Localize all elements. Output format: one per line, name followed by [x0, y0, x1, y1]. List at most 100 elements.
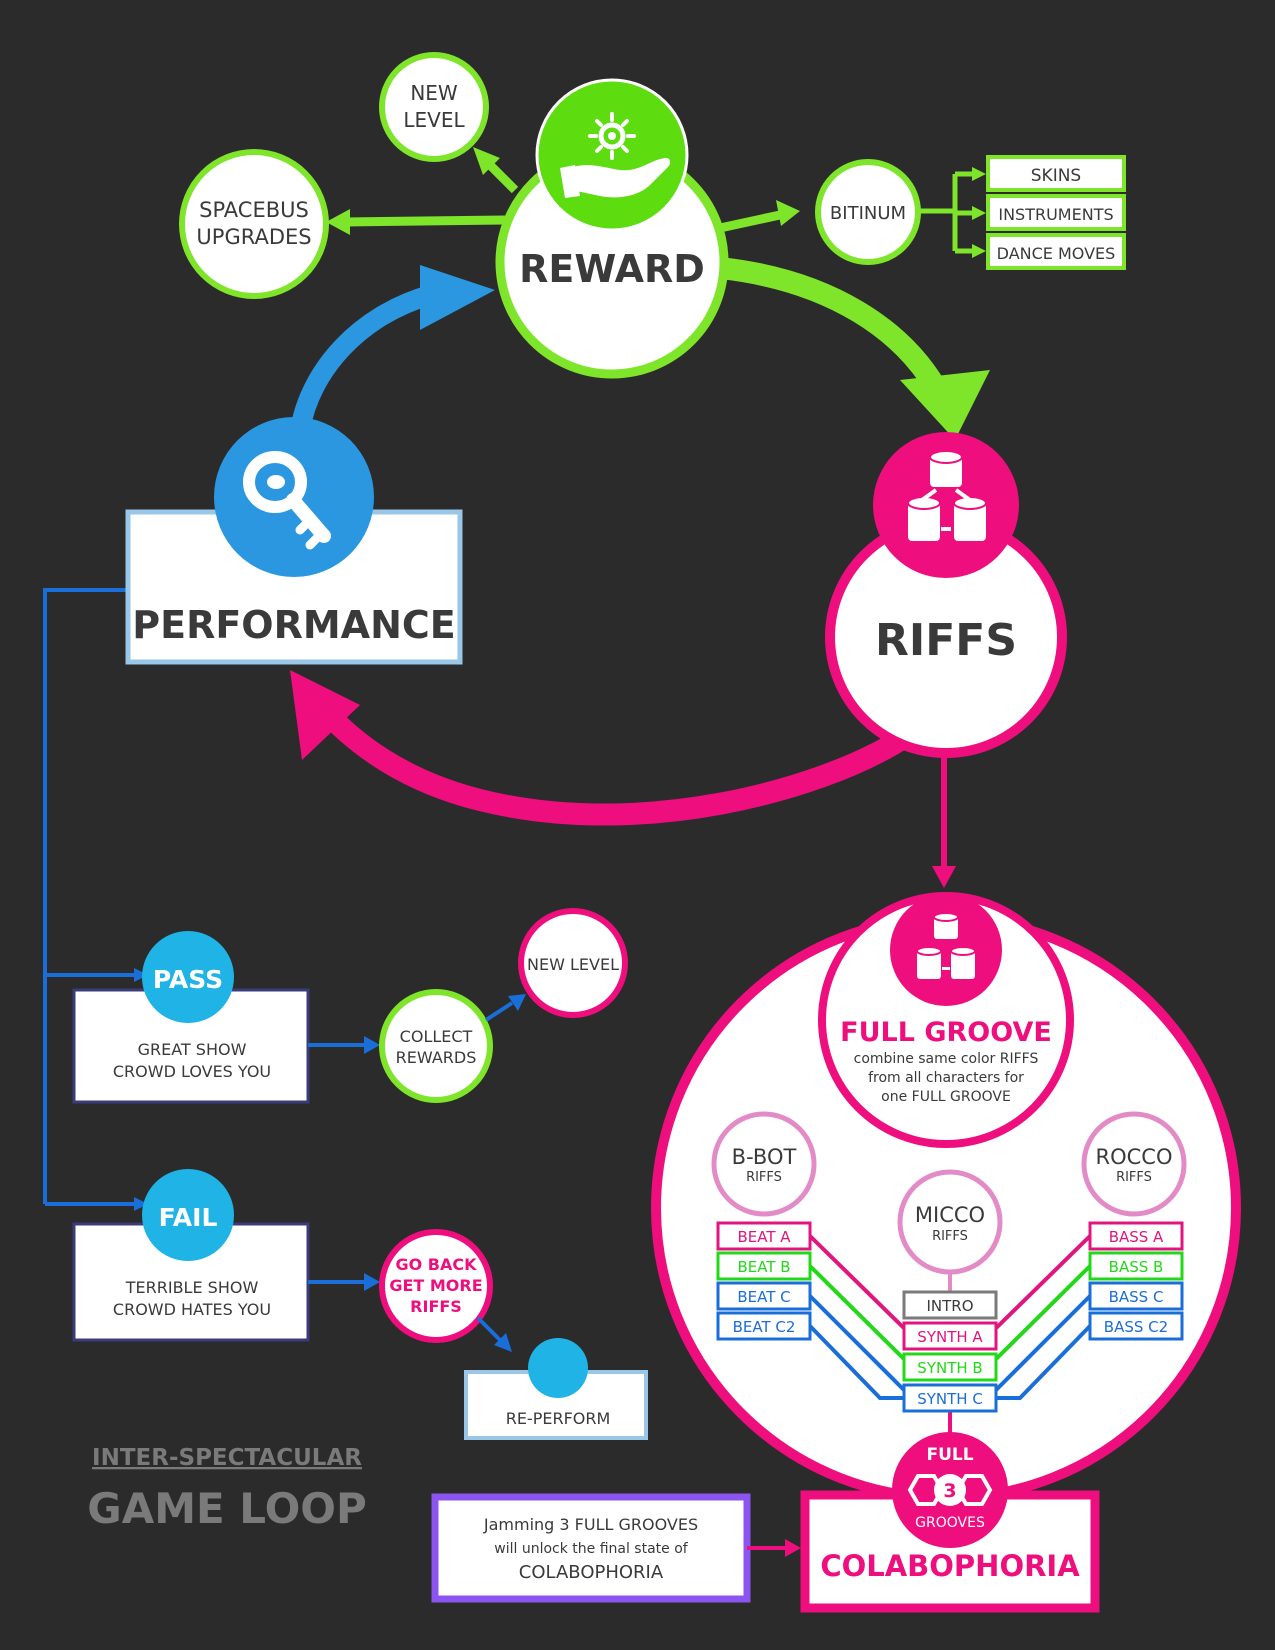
hand-with-gear-icon	[560, 112, 671, 198]
go-back-label-1: GO BACK	[395, 1255, 477, 1274]
riffs-label: RIFFS	[875, 615, 1017, 666]
pass-desc-1: GREAT SHOW	[138, 1040, 247, 1059]
lane-a-left	[808, 1234, 914, 1338]
full-grooves-top: FULL	[926, 1445, 973, 1465]
micco-riff-synth-b	[902, 1352, 998, 1382]
skins-label: SKINS	[1031, 166, 1081, 186]
rocco-riff-bass-c	[1088, 1281, 1184, 1311]
spacebus-arrowhead	[326, 209, 350, 235]
bbot-riff-beat-a-label: BEAT A	[737, 1228, 791, 1246]
spacebus-label-1: SPACEBUS	[199, 198, 309, 222]
pass-desc-2: CROWD LOVES YOU	[113, 1062, 271, 1081]
bbot-riff-beat-c	[716, 1281, 812, 1311]
lane-c2-left	[808, 1324, 912, 1400]
newlevel-arrowhead	[473, 147, 500, 175]
collect-label-2: REWARDS	[396, 1048, 477, 1067]
micco-sub: RIFFS	[932, 1229, 968, 1244]
rocco-riff-bass-b-label: BASS B	[1109, 1258, 1164, 1276]
bitinum-instruments-arrowhead	[972, 206, 986, 220]
bbot-name: B-BOT	[732, 1145, 797, 1169]
colabophoria-note-3: COLABOPHORIA	[519, 1562, 664, 1583]
stacked-cylinders-icon	[916, 912, 976, 979]
note-to-colabophoria-arrowhead	[785, 1539, 801, 1557]
new-level-label-2: LEVEL	[403, 108, 465, 132]
lane-c2-right	[988, 1324, 1092, 1400]
footer-subtitle: INTER-SPECTACULAR	[92, 1445, 362, 1471]
reward-to-bitinum-connector	[719, 210, 781, 233]
riffs-to-performance-arrow	[309, 694, 911, 826]
collect-to-newlevel-connector	[484, 1001, 514, 1022]
rocco-riff-bass-c2	[1088, 1311, 1184, 1341]
key-icon	[243, 451, 331, 550]
reperform-badge	[528, 1338, 588, 1398]
colabophoria-note-box	[431, 1493, 751, 1603]
fail-desc-1: TERRIBLE SHOW	[125, 1278, 259, 1297]
full-groove-desc-1: combine same color RIFFS	[854, 1051, 1039, 1067]
dance-moves-box	[986, 233, 1126, 270]
lane-b-left	[808, 1264, 914, 1369]
micco-riff-synth-a-label: SYNTH A	[917, 1328, 983, 1346]
micco-riff-synth-a	[902, 1321, 998, 1351]
bitinum-dance-arrowhead	[972, 244, 986, 258]
riffs-to-full-groove-arrowhead	[932, 866, 956, 888]
bitinum-arrowhead	[776, 200, 800, 226]
reward-to-riffs-arrow	[709, 257, 951, 406]
go-back-node	[379, 1229, 493, 1343]
performance-to-reward-arrow	[290, 285, 440, 440]
go-back-label-3: RIFFS	[410, 1297, 462, 1316]
full-grooves-bottom: GROOVES	[915, 1515, 985, 1531]
fail-to-goback-arrowhead	[364, 1273, 380, 1291]
full-groove-desc-3: one FULL GROOVE	[881, 1089, 1011, 1105]
go-back-label-2: GET MORE	[389, 1276, 482, 1295]
colabophoria-label: COLABOPHORIA	[820, 1549, 1080, 1583]
reward-to-spacebus-connector	[344, 215, 506, 227]
rocco-riff-bass-a-label: BASS A	[1109, 1228, 1164, 1246]
bbot-sub: RIFFS	[746, 1170, 782, 1185]
micco-riff-intro-label: INTRO	[926, 1297, 973, 1315]
instruments-label: INSTRUMENTS	[998, 205, 1113, 224]
reward-to-riffs-arrowhead	[900, 370, 990, 440]
rocco-riff-bass-c-label: BASS C	[1109, 1288, 1164, 1306]
full-groove-icon-circle	[890, 894, 1002, 1006]
micco-name: MICCO	[915, 1203, 985, 1227]
rocco-name: ROCCO	[1096, 1145, 1173, 1169]
bbot-riff-beat-c-label: BEAT C	[737, 1288, 790, 1306]
rocco-riff-bass-b	[1088, 1251, 1184, 1281]
bbot-riff-beat-b	[716, 1251, 812, 1281]
collect-to-newlevel-arrowhead	[508, 994, 526, 1011]
riffs-icon-circle	[873, 432, 1019, 578]
fail-desc-2: CROWD HATES YOU	[113, 1300, 271, 1319]
spacebus-label-2: UPGRADES	[196, 225, 311, 249]
pass-branch-arrowhead	[134, 968, 148, 982]
reward-to-newlevel-connector	[483, 158, 519, 194]
micco-riff-synth-b-label: SYNTH B	[917, 1359, 982, 1377]
bbot-riff-beat-b-label: BEAT B	[737, 1258, 790, 1276]
new-level-label-1: NEW	[410, 81, 458, 105]
full-groove-title: FULL GROOVE	[840, 1017, 1052, 1048]
fail-label: FAIL	[159, 1203, 218, 1232]
performance-label: PERFORMANCE	[132, 603, 455, 647]
skins-box	[986, 155, 1126, 192]
collect-label-1: COLLECT	[400, 1027, 473, 1046]
full-grooves-number: 3	[943, 1480, 956, 1502]
colabophoria-note-1: Jamming 3 FULL GROOVES	[483, 1515, 698, 1534]
pass-new-level-node	[518, 908, 628, 1018]
pass-label: PASS	[153, 965, 223, 994]
rocco-sub: RIFFS	[1116, 1170, 1152, 1185]
pass-new-level-label: NEW LEVEL	[527, 955, 619, 974]
instruments-box	[986, 194, 1126, 231]
lane-b-right	[986, 1264, 1092, 1369]
stacked-cylinders-icon	[907, 450, 987, 541]
hexagon-three-icon: 3	[907, 1474, 993, 1506]
reward-label: REWARD	[519, 247, 705, 291]
colabophoria-note-2: will unlock the final state of	[494, 1541, 689, 1557]
bitinum-branch-lines	[915, 171, 975, 254]
goback-to-reperform-arrowhead	[494, 1333, 512, 1352]
performance-branch-line	[43, 588, 135, 1206]
bbot-riff-beat-c2-label: BEAT C2	[733, 1318, 796, 1336]
full-groove-desc-2: from all characters for	[868, 1070, 1024, 1086]
micco-riff-intro	[902, 1290, 998, 1320]
reperform-label: RE-PERFORM	[506, 1409, 611, 1428]
collect-rewards-node	[379, 989, 493, 1103]
